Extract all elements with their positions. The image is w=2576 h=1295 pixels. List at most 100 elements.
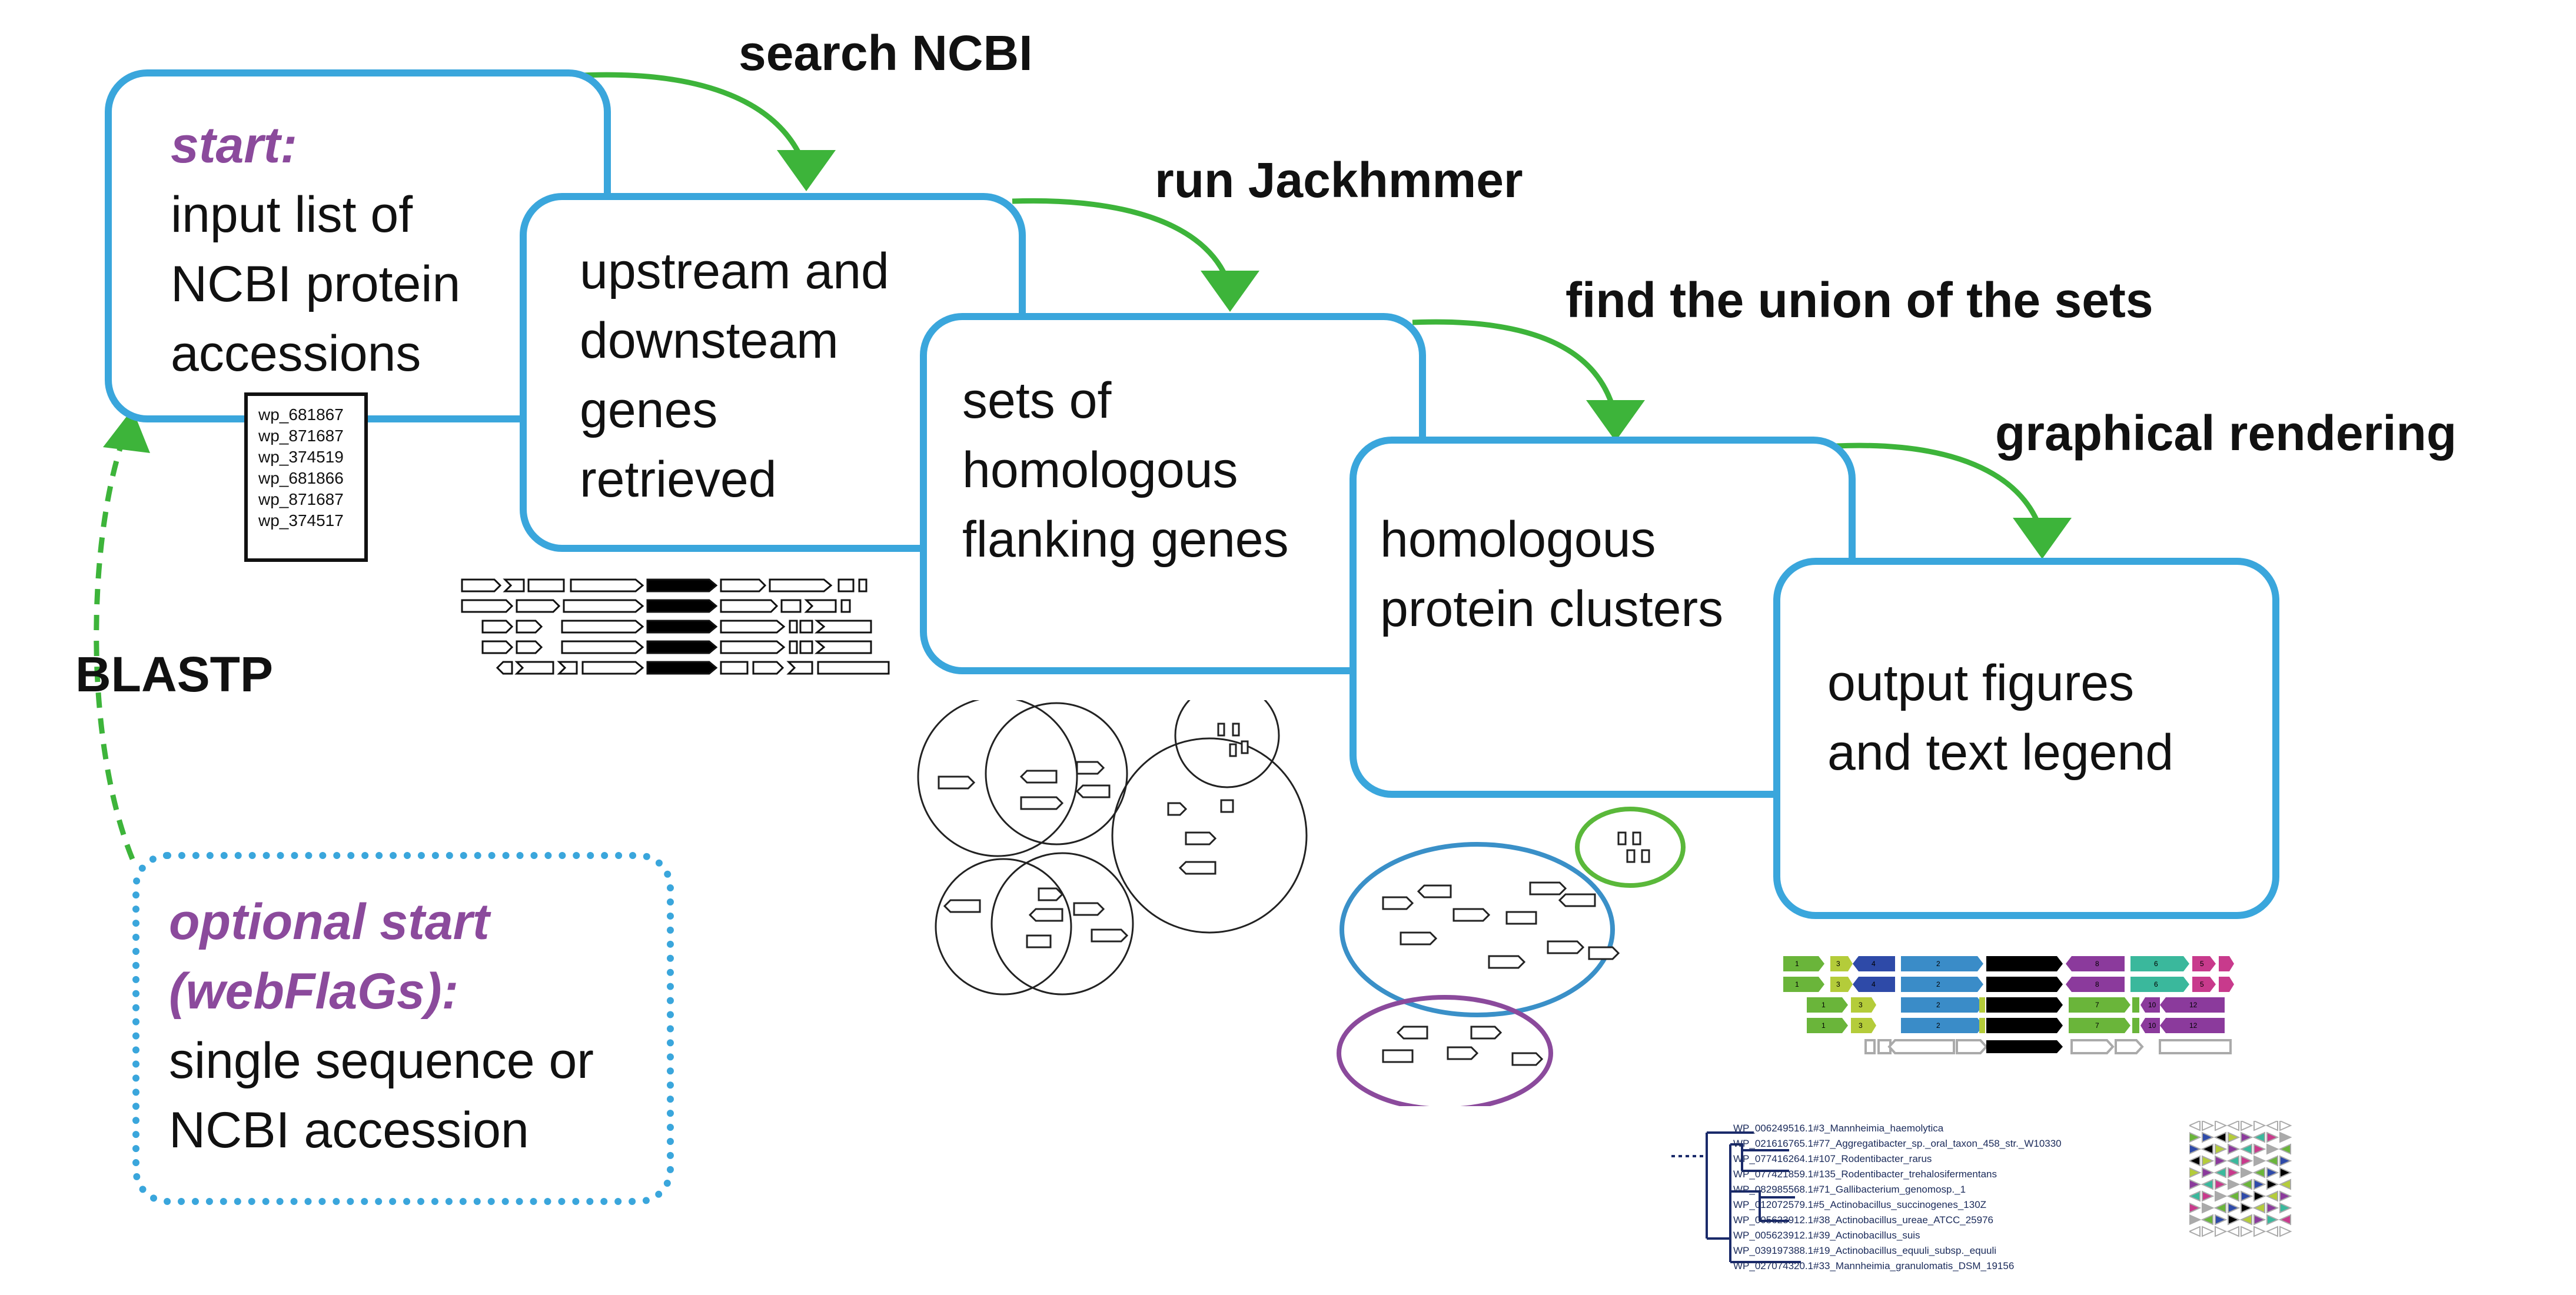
matrix-triangle: [2265, 1226, 2278, 1237]
matrix-triangle: [2202, 1190, 2215, 1202]
homologous-sets-illustration: [917, 700, 1308, 996]
optional-line-2: NCBI accession: [169, 1102, 529, 1158]
matrix-triangle: [2266, 1167, 2279, 1179]
gene-label: 2: [1936, 1021, 1940, 1030]
gene-label: 4: [1872, 980, 1876, 988]
gene-label: 10: [2148, 1021, 2156, 1030]
matrix-triangle: [2279, 1167, 2292, 1179]
matrix-triangle: [2266, 1131, 2279, 1143]
start-line-3: accessions: [171, 325, 421, 382]
matrix-triangle: [2189, 1143, 2202, 1155]
matrix-triangle: [2265, 1121, 2278, 1131]
matrix-triangle: [2226, 1155, 2239, 1167]
set-circle: [985, 702, 1128, 845]
cluster-purple: [1337, 995, 1553, 1106]
matrix-triangle: [2239, 1214, 2252, 1226]
matrix-triangle: [2213, 1131, 2226, 1143]
tree-leaf: WP_082985568.1#71_Gallibacterium_genomos…: [1733, 1184, 1966, 1195]
matrix-triangle: [2201, 1143, 2213, 1155]
gene-label: 1: [1822, 1021, 1826, 1030]
matrix-triangle: [2265, 1155, 2278, 1167]
matrix-triangle: [2253, 1226, 2266, 1237]
matrix-triangle: [2189, 1190, 2201, 1202]
homologous-sets-box: sets of homologous flanking genes: [920, 313, 1426, 674]
matrix-triangle: [2279, 1121, 2292, 1131]
colored-gene-diagram: 1 3 4 2 8 6 5 1 3 4 2 8 6 5 1 3 2 7 10 1…: [1783, 956, 2234, 1054]
matrix-triangle: [2202, 1155, 2215, 1167]
matrix-triangle: [2241, 1155, 2253, 1167]
matrix-triangle: [2228, 1143, 2241, 1155]
set-circle: [990, 852, 1134, 996]
matrix-triangle: [2252, 1167, 2265, 1179]
matrix-triangle: [2253, 1179, 2266, 1190]
gene-label: 12: [2189, 1021, 2198, 1030]
sets-line-2: homologous: [962, 442, 1238, 498]
union-arrow: [1412, 319, 1645, 441]
protein-clusters-illustration: [1337, 807, 1686, 1106]
matrix-triangle: [2202, 1121, 2215, 1131]
find-union-label: find the union of the sets: [1565, 272, 2153, 328]
matrix-triangle: [2252, 1131, 2265, 1143]
matrix-triangle: [2189, 1179, 2202, 1190]
matrix-triangle: [2226, 1190, 2239, 1202]
matrix-triangle: [2215, 1179, 2228, 1190]
optional-line-1: single sequence or: [169, 1033, 594, 1089]
optional-title-line-2: (webFlaGs):: [169, 963, 459, 1020]
matrix-triangle: [2202, 1167, 2215, 1179]
tree-leaf: WP_027074320.1#33_Mannheimia_granulomati…: [1733, 1260, 2015, 1271]
matrix-triangle: [2279, 1155, 2292, 1167]
matrix-triangle: [2278, 1143, 2291, 1155]
gene-label: 8: [2095, 980, 2099, 988]
matrix-triangle: [2215, 1190, 2228, 1202]
matrix-triangle: [2215, 1143, 2228, 1155]
set-circle: [1174, 700, 1280, 788]
tree-leaf: WP_039197388.1#19_Actinobacillus_equuli_…: [1733, 1245, 1997, 1256]
retrieved-line-1: upstream and: [580, 243, 889, 299]
output-line-1: output figures: [1827, 655, 2135, 711]
matrix-triangle: [2253, 1190, 2266, 1202]
matrix-triangle: [2189, 1202, 2202, 1214]
matrix-triangle: [2241, 1202, 2253, 1214]
output-line-2: and text legend: [1827, 724, 2174, 781]
tree-leaf: WP_021616765.1#77_Aggregatibacter_sp._or…: [1733, 1138, 2062, 1149]
matrix-triangle: [2215, 1214, 2228, 1226]
jackhmmer-arrow: [1012, 198, 1259, 312]
matrix-triangle: [2228, 1167, 2241, 1179]
retrieved-line-3: genes: [580, 382, 718, 438]
set-circle: [917, 700, 1078, 857]
matrix-triangle: [2278, 1214, 2291, 1226]
blastp-arrow: [94, 409, 150, 860]
matrix-triangle: [2215, 1155, 2228, 1167]
matrix-triangle: [2215, 1226, 2228, 1237]
matrix-triangle: [2241, 1190, 2253, 1202]
gene-label: 1: [1795, 980, 1799, 988]
cluster-blue: [1339, 842, 1615, 1017]
gene-label: 2: [1936, 980, 1940, 988]
matrix-triangle: [2189, 1131, 2202, 1143]
matrix-triangle: [2228, 1179, 2241, 1190]
gene-label: 3: [1836, 960, 1840, 968]
phylogenetic-tree: [1671, 1131, 1801, 1263]
tree-leaf: WP_006249516.1#3_Mannheimia_haemolytica: [1733, 1123, 1944, 1134]
matrix-triangle: [2215, 1121, 2228, 1131]
matrix-triangle: [2239, 1143, 2252, 1155]
matrix-triangle: [2213, 1202, 2226, 1214]
sets-line-3: flanking genes: [962, 511, 1289, 568]
matrix-triangle: [2241, 1121, 2253, 1131]
matrix-triangle: [2266, 1202, 2279, 1214]
search-ncbi-label: search NCBI: [739, 25, 1033, 81]
matrix-triangle: [2279, 1226, 2292, 1237]
graphical-rendering-label: graphical rendering: [1995, 405, 2457, 461]
accession-item: wp_871687: [258, 427, 344, 445]
accession-item: wp_871687: [258, 490, 344, 508]
matrix-triangle: [2201, 1179, 2213, 1190]
gene-label: 7: [2095, 1001, 2099, 1009]
accession-item: wp_681867: [258, 405, 344, 424]
matrix-triangle: [2228, 1214, 2241, 1226]
start-line-2: NCBI protein: [171, 256, 461, 312]
matrix-triangle: [2239, 1179, 2252, 1190]
matrix-triangle: [2189, 1121, 2201, 1131]
matrix-triangle: [2201, 1214, 2213, 1226]
tree-leaf: WP_077421859.1#135_Rodentibacter_trehalo…: [1733, 1169, 1997, 1180]
